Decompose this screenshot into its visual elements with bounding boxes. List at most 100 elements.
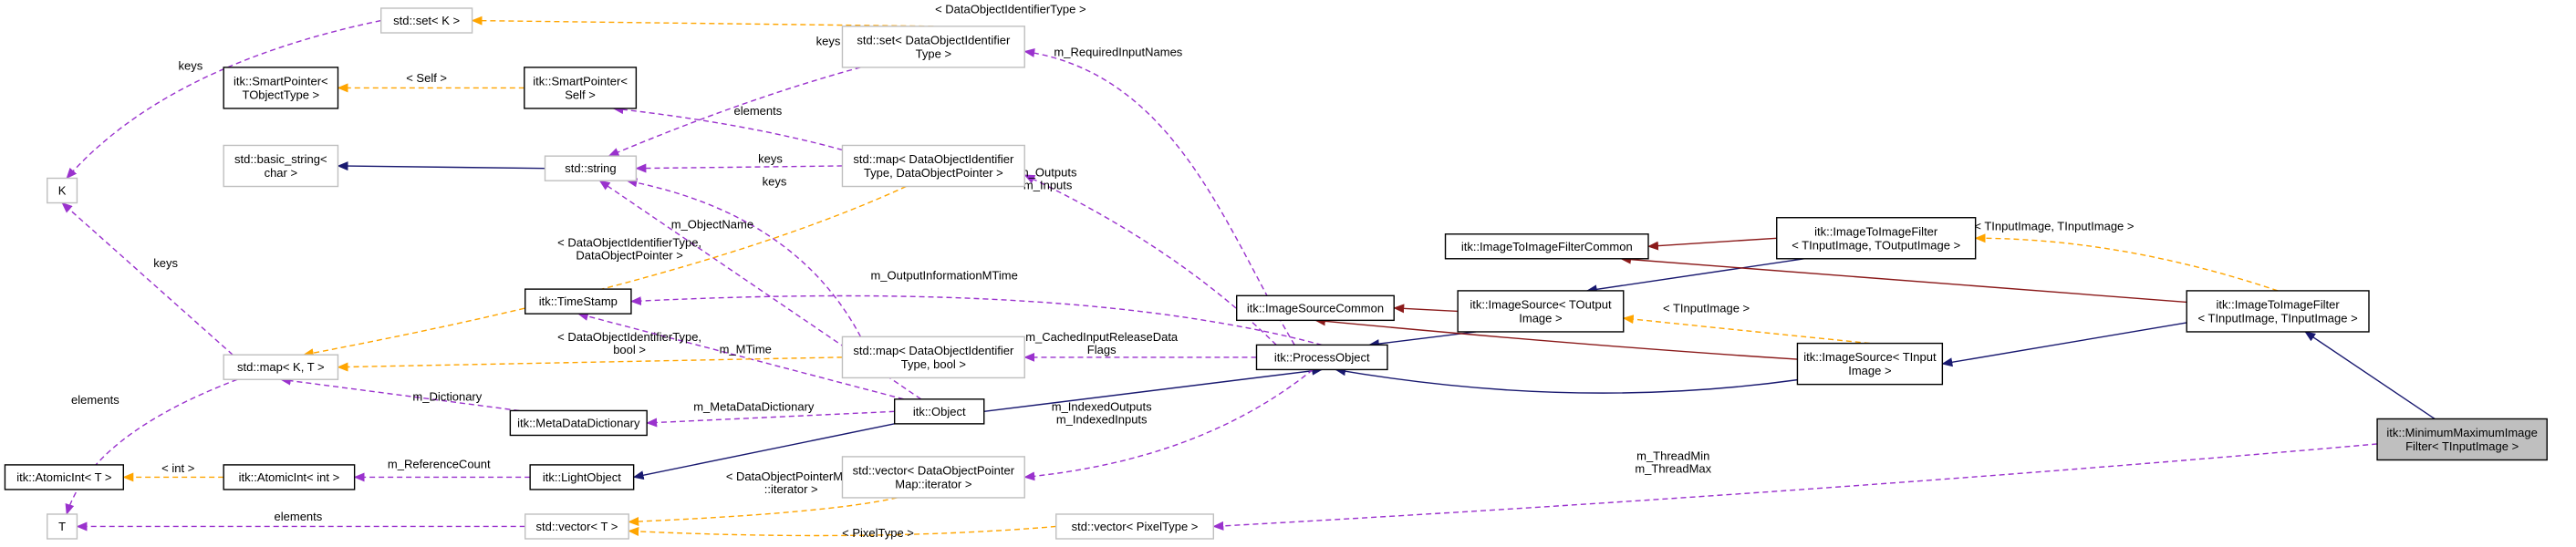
- edge-usage: [629, 294, 1323, 346]
- edge-template: [471, 15, 934, 27]
- edge-label: m_ObjectName: [671, 217, 753, 231]
- edge-usage: [1212, 443, 2378, 531]
- node-label: std::map< K, T >: [237, 360, 325, 374]
- node-set-k[interactable]: std::set< K >: [379, 7, 473, 34]
- edge-label: < PixelType >: [842, 526, 914, 540]
- node-label: itk::ImageSourceCommon: [1247, 301, 1384, 315]
- node-vec-t[interactable]: std::vector< T >: [524, 513, 629, 540]
- node-label: itk::MetaDataDictionary: [517, 416, 640, 429]
- node-label: std::basic_string<char >: [234, 152, 327, 180]
- edge-protected: [1314, 316, 1798, 360]
- edge-template: [628, 497, 898, 526]
- node-i2i-in-in[interactable]: itk::ImageToImageFilter< TInputImage, TI…: [2186, 290, 2370, 333]
- edge-label: < DataObjectPointerMap::iterator >: [726, 470, 857, 496]
- edge-label: < int >: [161, 461, 194, 475]
- edge-label: m_MTime: [720, 342, 772, 356]
- edge-public: [2304, 331, 2436, 420]
- edge-label: keys: [153, 256, 178, 270]
- edge-protected: [1647, 237, 1777, 251]
- node-label: std::vector< PixelType >: [1072, 520, 1199, 533]
- node-label: std::vector< T >: [536, 520, 618, 533]
- node-map-kt[interactable]: std::map< K, T >: [223, 354, 339, 380]
- node-t[interactable]: T: [47, 513, 78, 540]
- edge-label: elements: [71, 393, 119, 407]
- node-processobject[interactable]: itk::ProcessObject: [1255, 344, 1388, 371]
- node-label: K: [58, 184, 67, 198]
- node-basic-string[interactable]: std::basic_string<char >: [223, 144, 339, 188]
- edge-public: [1335, 366, 1798, 394]
- edge-usage: [608, 67, 861, 157]
- node-timestamp[interactable]: itk::TimeStamp: [524, 288, 632, 315]
- edge-template: [337, 356, 843, 372]
- edge-public: [983, 366, 1324, 413]
- edge-public: [1941, 322, 2187, 367]
- node-label: itk::ImageToImageFilterCommon: [1461, 240, 1633, 253]
- edge-usage: [646, 410, 895, 428]
- node-label: itk::SmartPointer<Self >: [533, 74, 628, 101]
- node-lightobject[interactable]: itk::LightObject: [529, 464, 635, 490]
- node-object[interactable]: itk::Object: [893, 398, 985, 425]
- node-imgsrccommon[interactable]: itk::ImageSourceCommon: [1236, 294, 1395, 322]
- edge-protected: [1620, 254, 2187, 304]
- node-label: itk::SmartPointer<TObjectType >: [234, 74, 328, 101]
- node-label: itk::ProcessObject: [1274, 350, 1370, 364]
- edge-template: [302, 185, 907, 358]
- node-sp-self[interactable]: itk::SmartPointer<Self >: [524, 67, 638, 109]
- edge-template: [1974, 233, 2279, 292]
- edge-label: < TInputImage, TInputImage >: [1974, 219, 2134, 232]
- edge-label: elements: [733, 104, 782, 118]
- edge-label: elements: [275, 510, 323, 523]
- edge-label: keys: [816, 35, 841, 48]
- node-std-string[interactable]: std::string: [544, 155, 638, 181]
- node-label: std::set< K >: [393, 14, 460, 27]
- edge-public: [337, 161, 545, 171]
- edge-label: m_MetaDataDictionary: [693, 399, 815, 413]
- node-vec-pixel[interactable]: std::vector< PixelType >: [1055, 513, 1214, 540]
- edge-label: < DataObjectIdentifierType >: [935, 2, 1085, 15]
- edge-usage: [626, 178, 862, 337]
- edge-public: [1585, 258, 1804, 294]
- node-sp-tobj[interactable]: itk::SmartPointer<TObjectType >: [223, 67, 339, 109]
- edge-protected: [1393, 304, 1459, 314]
- node-i2i-common[interactable]: itk::ImageToImageFilterCommon: [1444, 233, 1649, 260]
- node-atomic-int[interactable]: itk::AtomicInt< int >: [223, 464, 356, 490]
- node-label: itk::AtomicInt< int >: [239, 470, 340, 484]
- node-i2i-in-out[interactable]: itk::ImageToImageFilter< TInputImage, TO…: [1776, 217, 1977, 260]
- node-k[interactable]: K: [47, 177, 78, 204]
- edge-usage: [576, 312, 904, 400]
- edge-public: [632, 423, 895, 480]
- edge-label: < Self >: [406, 71, 447, 85]
- edge-label: keys: [758, 151, 783, 165]
- node-metadatadict[interactable]: itk::MetaDataDictionary: [509, 409, 648, 437]
- node-atomic-t[interactable]: itk::AtomicInt< T >: [4, 464, 124, 490]
- edge-label: m_OutputInformationMTime: [870, 268, 1017, 282]
- node-label: std::string: [565, 161, 616, 175]
- edge-label: < TInputImage >: [1663, 301, 1750, 315]
- node-label: itk::ImageToImageFilter< TInputImage, TI…: [2198, 297, 2358, 325]
- edge-template: [1622, 315, 1870, 345]
- edge-usage: [1023, 368, 1314, 481]
- edge-label: < DataObjectIdentifierType,bool >: [557, 330, 701, 356]
- edge-usage: [279, 376, 520, 412]
- edge-label: < DataObjectIdentifierType,DataObjectPoi…: [557, 235, 701, 262]
- edge-label: keys: [763, 175, 787, 189]
- edge-usage: [635, 163, 843, 173]
- node-label: itk::Object: [913, 405, 966, 418]
- edge-label: m_ReferenceCount: [388, 458, 491, 471]
